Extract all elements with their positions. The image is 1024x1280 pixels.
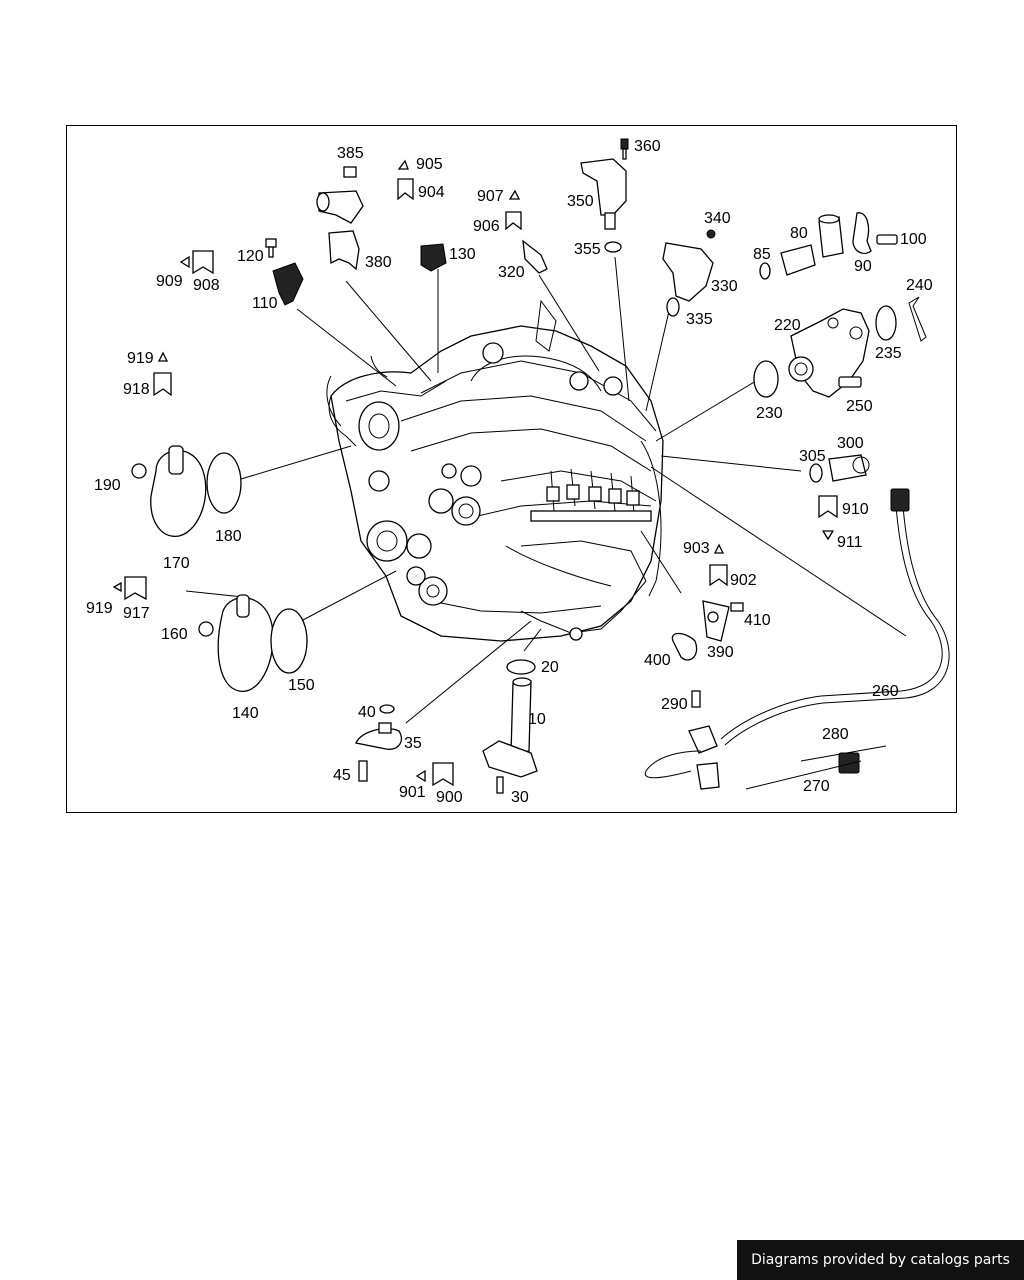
label-900: 900 [436, 789, 463, 806]
engine-parts-diagram: 385 905 904 907 906 360 350 355 340 80 8… [86, 138, 950, 806]
label-909: 909 [156, 273, 183, 290]
label-150: 150 [288, 677, 315, 694]
label-903: 903 [683, 540, 710, 557]
label-120: 120 [237, 248, 264, 265]
harness-260-group [644, 488, 950, 790]
actuator-220 [753, 305, 897, 398]
label-300: 300 [837, 435, 864, 452]
label-904: 904 [418, 184, 445, 201]
label-911: 911 [837, 534, 863, 551]
label-906: 906 [473, 218, 500, 235]
label-110: 110 [252, 295, 278, 312]
label-901: 901 [399, 784, 426, 801]
sensor-80-group [759, 212, 898, 280]
label-919-lower: 919 [86, 600, 113, 617]
bracket-35-group [355, 704, 402, 782]
label-320: 320 [498, 264, 525, 281]
credit-text: Diagrams provided by catalogs parts [751, 1252, 1010, 1268]
label-290: 290 [661, 696, 688, 713]
label-305: 305 [799, 448, 826, 465]
label-240: 240 [906, 277, 933, 294]
tube-10-group [415, 659, 538, 794]
label-907: 907 [477, 188, 504, 205]
clip-240 [908, 296, 927, 342]
label-355: 355 [574, 241, 601, 258]
label-360: 360 [634, 138, 661, 155]
label-85: 85 [753, 246, 771, 263]
label-280: 280 [822, 726, 849, 743]
label-410: 410 [744, 612, 771, 629]
label-919-upper: 919 [127, 350, 154, 367]
label-230: 230 [756, 405, 783, 422]
label-902: 902 [730, 572, 757, 589]
sensor-330 [662, 229, 716, 317]
label-908: 908 [193, 277, 220, 294]
label-235: 235 [875, 345, 902, 362]
credit-banner: Diagrams provided by catalogs parts [737, 1240, 1024, 1280]
label-170: 170 [163, 555, 190, 572]
label-130: 130 [449, 246, 476, 263]
leader-lines [185, 256, 907, 724]
label-190: 190 [94, 477, 121, 494]
label-918: 918 [123, 381, 150, 398]
label-30: 30 [511, 789, 529, 806]
sensor-300-group [809, 454, 870, 541]
sensor-110-group [179, 238, 304, 306]
label-330: 330 [711, 278, 738, 295]
sensor-390-group [671, 543, 744, 661]
label-380: 380 [365, 254, 392, 271]
connector-904 [397, 159, 447, 272]
label-910: 910 [842, 501, 869, 518]
label-390: 390 [707, 644, 734, 661]
label-335: 335 [686, 311, 713, 328]
connector-906 [505, 189, 548, 274]
label-10: 10 [528, 711, 546, 728]
label-40: 40 [358, 704, 376, 721]
solenoid-350 [580, 138, 629, 253]
label-35: 35 [404, 735, 422, 752]
label-250: 250 [846, 398, 873, 415]
label-917: 917 [123, 605, 150, 622]
label-385: 385 [337, 145, 364, 162]
label-260: 260 [872, 683, 899, 700]
cover-170-group [131, 351, 242, 537]
label-20: 20 [541, 659, 559, 676]
part-number-labels: 385 905 904 907 906 360 350 355 340 80 8… [86, 138, 933, 806]
label-340: 340 [704, 210, 731, 227]
cover-140-group [112, 576, 308, 692]
label-180: 180 [215, 528, 242, 545]
label-270: 270 [803, 778, 830, 795]
label-45: 45 [333, 767, 351, 784]
label-905: 905 [416, 156, 443, 173]
label-350: 350 [567, 193, 594, 210]
diagram-frame: 385 905 904 907 906 360 350 355 340 80 8… [66, 125, 957, 813]
label-80: 80 [790, 225, 808, 242]
label-160: 160 [161, 626, 188, 643]
label-100: 100 [900, 231, 927, 248]
sensor-380-bracket [316, 166, 364, 271]
label-90: 90 [854, 258, 872, 275]
label-220: 220 [774, 317, 801, 334]
label-140: 140 [232, 705, 259, 722]
label-400: 400 [644, 652, 671, 669]
engine-assembly [326, 299, 664, 642]
